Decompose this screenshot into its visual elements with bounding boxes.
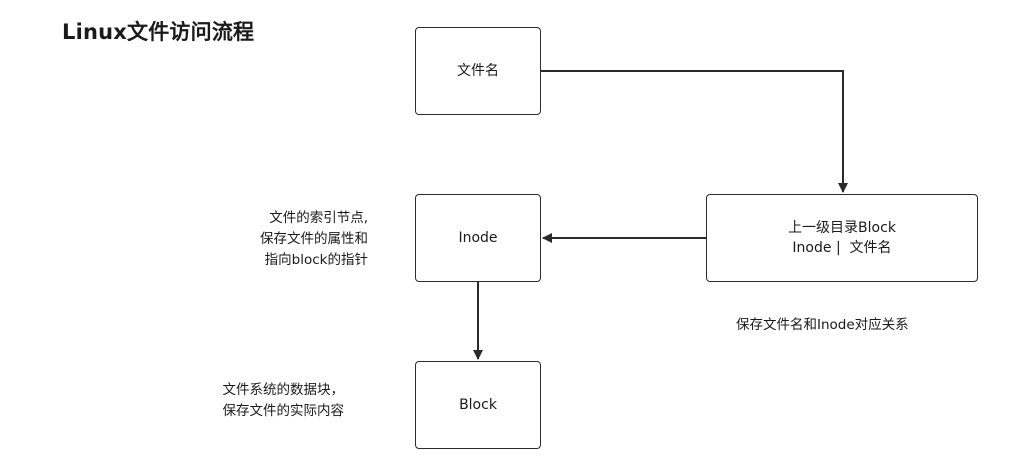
block-node: Block: [415, 361, 541, 449]
inode-annotation-line: 保存文件的属性和: [260, 231, 368, 247]
inode-annotation: 文件的索引节点, 保存文件的属性和 指向block的指针: [160, 208, 368, 271]
parent-dir-block-label-line1: 上一级目录Block: [788, 220, 896, 236]
parent-dir-block-label-line2: Inode | 文件名: [792, 240, 892, 256]
parent-dir-block-node: 上一级目录Block Inode | 文件名: [706, 194, 978, 282]
block-annotation: 文件系统的数据块， 保存文件的实际内容: [150, 380, 345, 422]
inode-node: Inode: [415, 194, 541, 282]
inode-node-label: Inode: [458, 230, 498, 246]
filename-node: 文件名: [415, 27, 541, 115]
edge-filename-to-dir-block: [541, 70, 848, 193]
block-node-label: Block: [459, 397, 497, 413]
inode-annotation-line: 指向block的指针: [264, 252, 368, 268]
dir-block-annotation: 保存文件名和Inode对应关系: [736, 317, 909, 333]
inode-annotation-line: 文件的索引节点,: [269, 210, 368, 226]
block-annotation-line: 保存文件的实际内容: [222, 403, 345, 419]
block-annotation-line: 文件系统的数据块，: [222, 382, 345, 398]
diagram-title: Linux文件访问流程: [62, 20, 255, 44]
filename-node-label: 文件名: [457, 63, 499, 79]
